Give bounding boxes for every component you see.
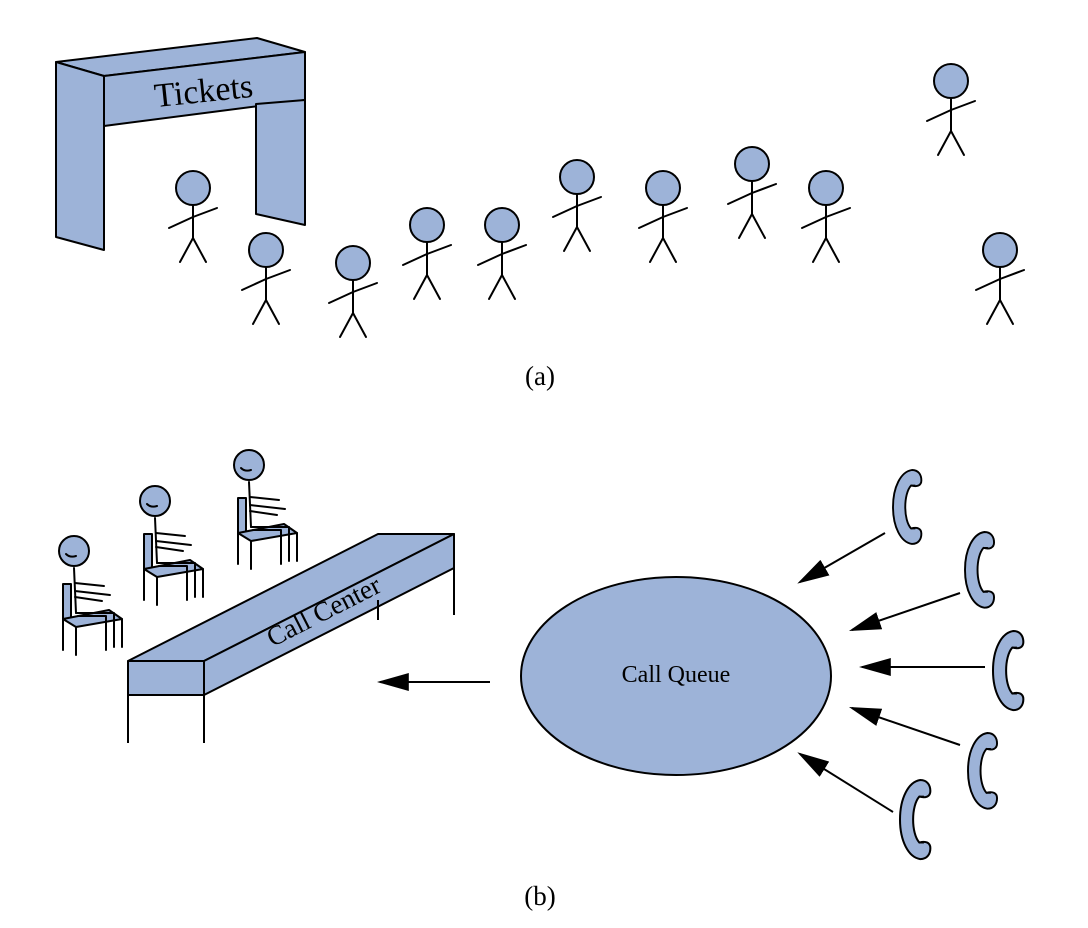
agent-seated [233, 449, 298, 570]
telephone-handset-icon [892, 469, 923, 545]
arrow-call-4 [848, 706, 961, 746]
telephone-handset-icon [991, 629, 1025, 712]
ticket-booth: Tickets [55, 37, 306, 251]
booth-left-post-front [55, 61, 105, 251]
person-standing [168, 170, 218, 263]
agents [58, 449, 298, 656]
person-standing [638, 170, 688, 263]
person-standing [241, 232, 291, 325]
counter-front [127, 660, 205, 696]
telephone-handset-icon [967, 732, 999, 810]
person-standing [402, 207, 452, 300]
panel-b: Call Center Call Queue (b) [58, 449, 1025, 911]
person-standing [727, 146, 777, 239]
telephone-handset-icon [898, 778, 932, 861]
booth-right-post [255, 99, 306, 226]
person-standing [328, 245, 378, 338]
person-standing [975, 232, 1025, 325]
telephone-handset-icon [964, 531, 996, 609]
person-standing [477, 207, 527, 300]
person-standing [552, 159, 602, 252]
counter-legs [127, 568, 455, 743]
telephones [892, 469, 1025, 861]
arrow-call-1 [797, 532, 886, 584]
agent-seated [139, 485, 204, 606]
panel-a: Tickets (a) [55, 37, 1025, 391]
people-queue [168, 63, 1025, 338]
caption-b: (b) [524, 881, 555, 911]
caption-a: (a) [525, 361, 555, 391]
person-standing [801, 170, 851, 263]
incoming-call-arrows [797, 532, 985, 813]
arrow-call-2 [848, 592, 961, 632]
call-queue-label: Call Queue [622, 662, 731, 688]
agent-seated [58, 535, 123, 656]
arrow-call-5 [797, 752, 894, 813]
call-queue-ellipse [520, 576, 832, 776]
call-queue: Call Queue [520, 576, 832, 776]
person-standing [926, 63, 976, 156]
